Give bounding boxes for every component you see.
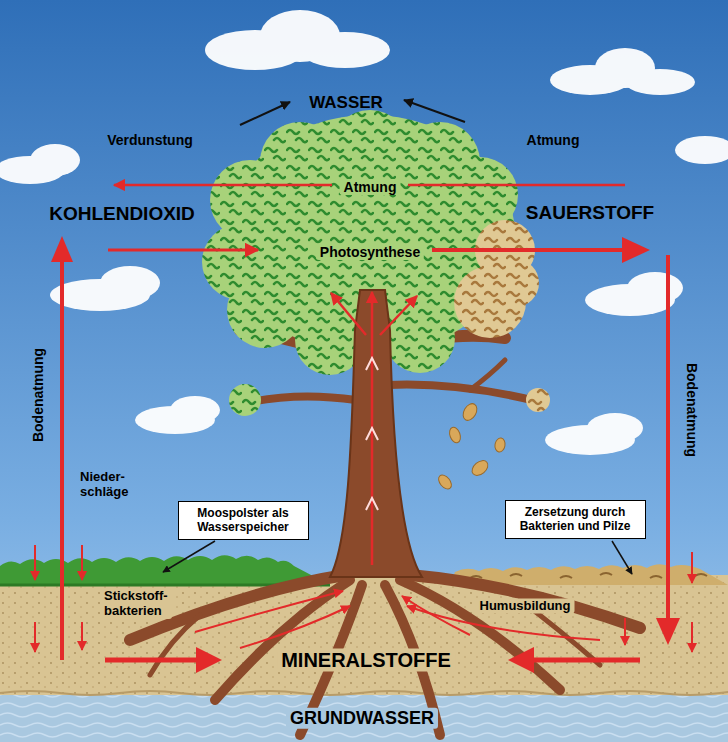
branches xyxy=(470,360,505,390)
leader-line xyxy=(163,541,215,572)
gas-exchange-arrows xyxy=(114,184,332,187)
leader-line xyxy=(163,541,632,574)
gas-exchange-arrows xyxy=(60,258,64,660)
branches xyxy=(250,396,356,402)
tree-crown xyxy=(227,272,303,348)
groundwater xyxy=(0,692,728,742)
big-arrowheads xyxy=(196,647,222,673)
roots xyxy=(150,615,200,675)
cloud xyxy=(675,136,728,164)
big-arrowheads xyxy=(656,618,680,645)
process-label: Bodenatmung xyxy=(684,363,700,457)
branches xyxy=(388,385,540,402)
falling-leaves xyxy=(448,426,463,444)
gas-exchange-arrows xyxy=(432,248,625,252)
soil xyxy=(0,691,728,695)
sap-flow-arrows xyxy=(366,358,378,510)
cloud xyxy=(587,413,643,443)
callout-box: Zersetzung durch Bakterien und Pilze xyxy=(505,500,646,539)
evaporation-arrows xyxy=(404,100,465,122)
process-label: Atmung xyxy=(527,132,580,148)
precipitation-arrows xyxy=(35,545,692,652)
callout-box: Moospolster als Wasserspeicher xyxy=(178,501,309,540)
precipitation-arrows xyxy=(34,545,36,580)
precipitation-arrows xyxy=(34,622,36,652)
tree-crown xyxy=(385,303,455,373)
groundwater xyxy=(0,692,728,742)
organism-label: Stickstoff- bakterien xyxy=(100,589,172,619)
root-uptake-arrows xyxy=(195,591,343,632)
gas-exchange-arrows xyxy=(408,184,625,187)
falling-leaves xyxy=(494,437,506,453)
gas-exchange-arrows xyxy=(62,185,668,660)
big-arrowheads xyxy=(622,237,650,263)
precipitation-arrows xyxy=(81,622,83,650)
tree-crown xyxy=(491,259,539,307)
process-label: Nieder- schläge xyxy=(80,470,128,500)
roots xyxy=(130,575,640,735)
cloud xyxy=(300,32,390,68)
big-arrowheads xyxy=(51,236,680,673)
evaporation-arrows xyxy=(240,102,290,125)
precipitation-arrows xyxy=(691,552,693,583)
cloud xyxy=(30,144,80,176)
sap-flow-arrows xyxy=(331,292,417,565)
precipitation-arrows xyxy=(81,545,83,580)
gas-label: SAUERSTOFF xyxy=(526,202,654,224)
cloud xyxy=(170,396,220,424)
tree-crown xyxy=(526,388,550,412)
trunk xyxy=(330,290,422,577)
falling-leaves xyxy=(436,401,506,491)
roots xyxy=(410,575,640,628)
root-uptake-arrows xyxy=(195,591,600,648)
gas-exchange-arrows xyxy=(666,255,670,620)
substance-label: MINERALSTOFFE xyxy=(277,649,455,672)
water-label: WASSER xyxy=(309,93,383,113)
trunk xyxy=(330,290,422,577)
box-label: Zersetzung durch Bakterien und Pilze xyxy=(513,505,638,534)
tree-crown xyxy=(229,384,261,416)
gas-exchange-arrows xyxy=(108,249,258,252)
big-arrowheads xyxy=(508,647,534,673)
process-label: Photosynthese xyxy=(316,244,424,260)
process-label: Bodenatmung xyxy=(30,348,46,442)
process-label: Verdunstung xyxy=(107,132,193,148)
falling-leaves xyxy=(460,401,479,423)
cloud xyxy=(100,266,160,300)
leader-line xyxy=(612,541,632,574)
box-label: Moospolster als Wasserspeicher xyxy=(186,506,301,535)
big-arrowheads xyxy=(51,236,73,262)
process-label: Atmung xyxy=(340,179,401,195)
root-uptake-arrows xyxy=(240,606,350,648)
leaf-litter xyxy=(470,573,707,578)
precipitation-arrows xyxy=(624,618,626,645)
roots xyxy=(215,580,350,700)
sap-flow-arrows xyxy=(331,293,366,335)
precipitation-arrows xyxy=(691,622,693,652)
gas-exchange-arrows xyxy=(530,658,640,663)
process-label: Humusbildung xyxy=(476,599,575,614)
gas-label: KOHLENDIOXID xyxy=(49,203,195,225)
water-label: GRUNDWASSER xyxy=(286,708,438,729)
falling-leaves xyxy=(436,473,454,492)
cloud xyxy=(625,69,695,95)
cloud xyxy=(627,272,683,304)
falling-leaves xyxy=(469,458,491,479)
gas-exchange-arrows xyxy=(105,658,200,663)
sap-flow-arrows xyxy=(380,296,417,335)
